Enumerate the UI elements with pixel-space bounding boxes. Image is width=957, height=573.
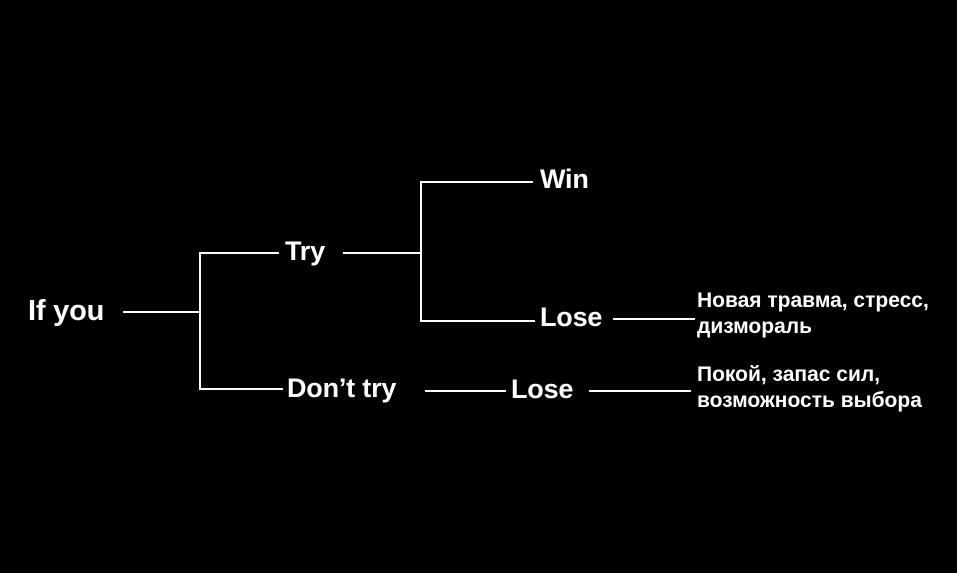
- leaf-consequence-lose-try: Новая травма, стресс, дизмораль: [697, 289, 929, 338]
- connector-to-try: [199, 252, 279, 254]
- node-root-if-you: If you: [28, 295, 105, 327]
- node-dont-try: Don’t try: [287, 373, 397, 403]
- leaf-consequence-dont-try: Покой, запас сил, возможность выбора: [697, 363, 922, 412]
- connector-split-2-stem: [420, 181, 422, 321]
- node-try: Try: [285, 236, 325, 266]
- connector-root-trunk: [123, 311, 201, 313]
- connector-to-dont-try: [199, 388, 283, 390]
- node-lose-dont-try-branch: Lose: [511, 374, 574, 404]
- node-lose-try-branch: Lose: [540, 302, 603, 332]
- connector-lose-dont-try-to-consequence: [589, 390, 691, 392]
- connector-to-lose-try: [420, 320, 535, 322]
- connector-split-1-stem: [199, 252, 201, 389]
- node-win: Win: [540, 164, 589, 194]
- connector-dont-try-to-lose: [425, 390, 506, 392]
- connector-try-trunk: [343, 252, 421, 254]
- connector-lose-try-to-consequence: [613, 318, 695, 320]
- connector-to-win: [420, 181, 533, 183]
